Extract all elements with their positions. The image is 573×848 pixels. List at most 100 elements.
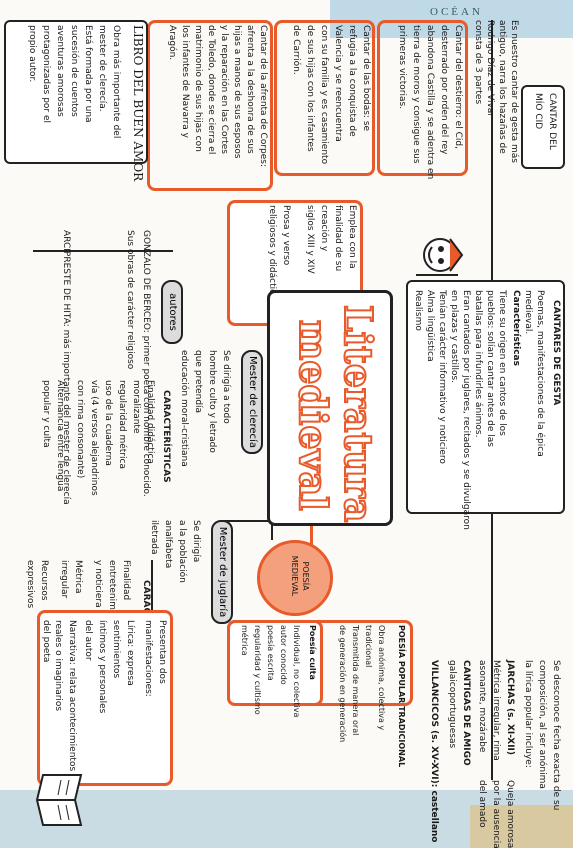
- cj-3: y noticiera: [93, 560, 103, 608]
- bodas-6: de Carrión.: [291, 25, 301, 75]
- cantares-11: Realismo: [413, 290, 423, 331]
- jarchas-7: CANTIGAS DE AMIGO: [461, 660, 471, 766]
- cantares-7: Eran cantados por juglares, recitados y …: [461, 290, 471, 530]
- cantares-8: en plazas y castillos.: [449, 290, 459, 384]
- cc-1: Finalidad didáctica: [145, 380, 155, 464]
- jarchas-side-1: Queja amorosa: [505, 780, 515, 848]
- clerecia-info-4: siglos XIII y XIV: [305, 205, 315, 274]
- cantar-cid-line-4: consta de 3 partes: [473, 20, 483, 105]
- autores-heading: autores: [161, 280, 183, 344]
- libro-2: mester de clerecía.: [97, 25, 107, 112]
- cj-6: Recursos: [39, 560, 49, 601]
- poesia-medieval-label: POESÍA MEDIEVAL: [290, 555, 310, 597]
- cc-8: popular y culta: [41, 380, 51, 448]
- cc-3: regularidad métrica: [117, 380, 127, 469]
- jarchas-1: Se desconoce fecha exacta de su: [551, 660, 561, 811]
- destierro-5: primeras victorias.: [397, 25, 407, 110]
- cantar-cid-line-1: Es nuestro cantar de gesta más: [509, 20, 519, 163]
- cantares-1: Poemas, manifestaciones de la épica: [535, 290, 545, 457]
- cj-7: expresivos: [25, 560, 35, 609]
- lirica-9: del poeta: [41, 620, 51, 663]
- popular-4: de generación en generación: [338, 625, 347, 743]
- libro-7: propio autor.: [27, 25, 37, 83]
- afrenta-1: Cantar de la afrenta de Corpes:: [258, 25, 268, 168]
- clerecia-info-5: Prosa y verso: [281, 205, 291, 266]
- map-ocean-label: OCÉAN: [430, 6, 483, 18]
- cantares-5: pueblos: solían cantar antes de las: [485, 290, 495, 447]
- cj-5: irregular: [59, 560, 69, 599]
- destierro-3: abandona Castilla y se adentra en: [425, 25, 435, 180]
- afrenta-3: hijas a manos de sus esposos: [232, 25, 242, 159]
- mc-3: que pretendía: [193, 350, 203, 414]
- jarchas-side-2: por la ausencia: [491, 780, 501, 848]
- cantar-cid-line-3: Rodrigo Díaz de Vivar: [485, 20, 495, 117]
- knight-icon: [416, 238, 464, 276]
- afrenta-4: y la reparación en las Cortes: [219, 25, 229, 154]
- jarchas-side-3: del amado: [477, 780, 487, 828]
- cantares-4: Tiene su origen en cantos de los: [497, 290, 507, 436]
- lirica-7: Narrativa: relata acontecimientos: [67, 620, 77, 772]
- culta-1: Individual, no colectiva: [292, 625, 301, 718]
- culta-3: poesía escrita: [266, 625, 275, 681]
- clerecia-info-1: Emplea con la: [347, 205, 357, 269]
- bodas-1: Cantar de las bodas: se: [361, 25, 371, 132]
- mj-3: analfabeta: [163, 520, 173, 569]
- lirica-2: manifestaciones:: [143, 620, 153, 697]
- autores-2: Sus obras de carácter religioso: [125, 230, 135, 370]
- destierro-4: tierra de moros y consigue sus: [411, 25, 421, 164]
- afrenta-5: de Toledo, donde se cierra el: [206, 25, 216, 155]
- bodas-2: refugia a la conquista de: [347, 25, 357, 137]
- cj-1: Finalidad: [121, 560, 131, 601]
- cantares-heading: CANTARES DE GESTA: [551, 300, 561, 406]
- popular-heading: POESÍA POPULAR TRADICIONAL: [397, 625, 406, 768]
- lirica-8: reales o imaginarios: [53, 620, 63, 712]
- culta-4: regularidad y cultismo: [253, 625, 262, 715]
- cantares-6: batallas para infundirles ánimos.: [473, 290, 483, 438]
- jarchas-6: asonante, mozárabe: [477, 660, 487, 753]
- cc-heading: CARACTERÍSTICAS: [161, 390, 171, 483]
- cc-2: moralizante: [131, 380, 141, 434]
- cantares-2: medieval.: [523, 290, 533, 335]
- libro-heading: LIBRO DEL BUEN AMOR: [131, 25, 145, 182]
- jarchas-9: VILLANCICOS (s. XV-XVI): castellano: [429, 660, 439, 843]
- afrenta-7: los infantes de Navarra y: [180, 25, 190, 138]
- jarchas-8: galaicoportuguesas: [447, 660, 457, 749]
- culta-2: autor conocido: [279, 625, 288, 685]
- jarchas-3: la lírica popular incluye:: [523, 660, 533, 768]
- mj-1: Se dirigía: [191, 520, 201, 563]
- cc-5: vía (4 versos alejandrinos: [89, 380, 99, 496]
- popular-2: tradicional: [364, 625, 373, 668]
- mester-juglaria-heading: Mester de juglaría: [211, 520, 233, 624]
- cantares-10: Alma lingüística: [425, 290, 435, 362]
- mc-2: hombre culto y letrado: [207, 350, 217, 453]
- jarchas-2: composición, al ser anónima: [537, 660, 547, 789]
- cantares-9: Tenían carácter informativo y noticiero: [437, 290, 447, 464]
- bodas-5: de sus hijas con los infantes: [305, 25, 315, 152]
- open-book-icon: [35, 774, 83, 826]
- cantares-3: Características: [511, 290, 521, 366]
- popular-3: Transmitida de manera oral: [351, 625, 360, 736]
- cantar-cid-heading: CANTAR DEL MÍO CID: [533, 93, 557, 150]
- clerecia-info-3: creación y: [319, 205, 329, 252]
- libro-1: Obra más importante del: [111, 25, 121, 139]
- cantar-cid-heading-box: CANTAR DEL MÍO CID: [521, 85, 565, 169]
- title-line-2: medieval: [290, 319, 337, 512]
- culta-heading: Poesía culta: [308, 625, 317, 680]
- libro-3: Está formada por una: [83, 25, 93, 123]
- clerecia-info-2: finalidad de su: [333, 205, 343, 272]
- cc-6: con rima consonante): [75, 380, 85, 479]
- culta-5: métrica: [240, 625, 249, 656]
- destierro-2: desterrado por orden del rey: [439, 25, 449, 155]
- jarchas-4: JARCHAS (s. XI-XII): [505, 660, 515, 756]
- lirica-1: Presentan dos: [157, 620, 167, 684]
- map-land: [470, 805, 573, 848]
- title-line-1: Literatura: [335, 304, 382, 523]
- popular-1: Obra anónima, colectiva y: [377, 625, 386, 731]
- mj-2: a la población: [177, 520, 187, 583]
- map-background-top: [330, 0, 573, 38]
- libro-5: aventuras amorosas: [55, 25, 65, 117]
- mester-clerecia-heading: Mester de clerecía: [241, 350, 263, 454]
- destierro-1: Cantar del destierro: el Cid,: [453, 25, 463, 149]
